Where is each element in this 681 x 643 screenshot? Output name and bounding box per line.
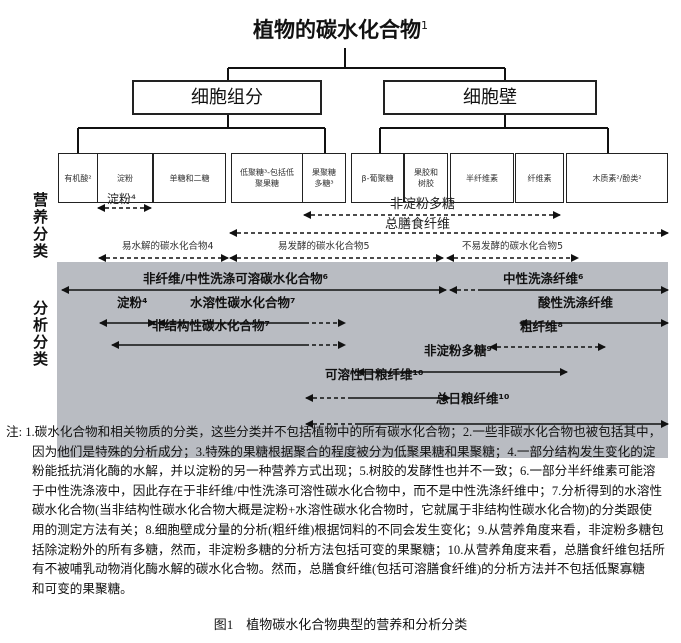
note-line: 注: 1.碳水化合物和相关物质的分类，这些分类并不包括植物中的所有碳水化合物；2…	[6, 425, 662, 439]
label-nfc: 非纤维/中性洗涤可溶碳水化合物⁶	[143, 271, 329, 286]
note-line: 碳水化合物(当非结构性碳水化合物大概是淀粉+水溶性碳水化合物时，它就属于非结构性…	[32, 503, 652, 518]
note-line: 于中性洗涤液中，因此存在于非纤维/中性洗涤可溶性碳水化合物中，而不是中性洗涤纤维…	[32, 483, 663, 498]
component-box: 有机酸²	[58, 153, 98, 203]
title-text: 植物的碳水化合物	[253, 18, 421, 42]
figure-caption: 图1 植物碳水化合物典型的营养和分析分类	[213, 617, 468, 632]
note-line: 括除淀粉外的所有多糖，然而，非淀粉多糖的分析方法包括可变的果聚糖；10.从营养角…	[32, 542, 665, 557]
group-cell-content: 细胞组分	[132, 80, 322, 115]
note-line: 粉能抵抗消化酶的水解，并以淀粉的另一种营养方式出现；5.树胶的发酵性也并不一致；…	[32, 464, 656, 479]
note-line: 和可变的果聚糖。	[32, 581, 133, 596]
label-hydrolyzable: 易水解的碳水化合物4	[122, 241, 214, 252]
diagram-title: 植物的碳水化合物1	[0, 14, 681, 44]
component-box: 单糖和二糖	[153, 153, 226, 203]
label-tdf-analytical: 总日粮纤维¹⁰	[436, 391, 510, 406]
group-cell-wall: 细胞壁	[383, 80, 597, 115]
label-nsc: 非结构性碳水化合物⁷	[152, 318, 270, 333]
analytical-panel-background	[57, 262, 668, 458]
note-line: 有不被哺乳动物消化酶水解的碳水化合物。然而，总膳食纤维(包括可溶膳食纤维)的分析…	[32, 562, 645, 577]
figure-notes: 注: 1.碳水化合物和相关物质的分类，这些分类并不包括植物中的所有碳水化合物；2…	[6, 423, 665, 599]
label-adf: 酸性洗涤纤维	[538, 295, 614, 310]
label-starch-analytical: 淀粉⁴	[117, 295, 148, 310]
side-label-analytical: 分析分类	[33, 299, 49, 368]
note-line: 因为他们是特殊的分析成分；3.特殊的果糖根据聚合的程度被分为低聚果糖和果聚糖；4…	[32, 444, 656, 459]
label-wsc: 水溶性碳水化合物⁷	[190, 295, 296, 310]
label-sdf: 可溶性日粮纤维¹⁰	[325, 367, 424, 382]
title-note: 1	[421, 19, 428, 32]
label-slow-fermentable: 不易发酵的碳水化合物5	[462, 241, 564, 252]
component-box: 果胶和树胶	[404, 153, 448, 203]
side-label-nutritional: 营养分类	[33, 191, 49, 260]
label-cf: 粗纤维⁸	[520, 319, 563, 334]
component-box: 低聚糖³-包括低聚果糖	[231, 153, 303, 203]
label-nsp-analytical: 非淀粉多糖⁹	[424, 343, 492, 358]
component-box: 纤维素	[515, 153, 564, 203]
component-box: 淀粉	[97, 153, 153, 203]
tree-connectors	[77, 48, 609, 153]
component-box: β-葡聚糖	[351, 153, 404, 203]
component-box: 半纤维素	[450, 153, 514, 203]
label-fermentable: 易发酵的碳水化合物5	[278, 241, 370, 252]
component-box: 果聚糖多糖³	[302, 153, 346, 203]
diagram-lines	[61, 48, 669, 428]
label-ndf: 中性洗涤纤维⁶	[503, 271, 584, 286]
label-starch-nutritional: 淀粉⁴	[107, 192, 136, 206]
label-nsp-nutritional: 非淀粉多糖	[390, 197, 456, 212]
component-box: 木质素²/酚类²	[566, 153, 668, 203]
note-line: 用的测定方法有关；8.细胞壁成分量的分析(粗纤维)根据饲料的不同会发生变化；9.…	[32, 522, 664, 537]
label-tdf-nutritional: 总膳食纤维	[385, 217, 451, 232]
